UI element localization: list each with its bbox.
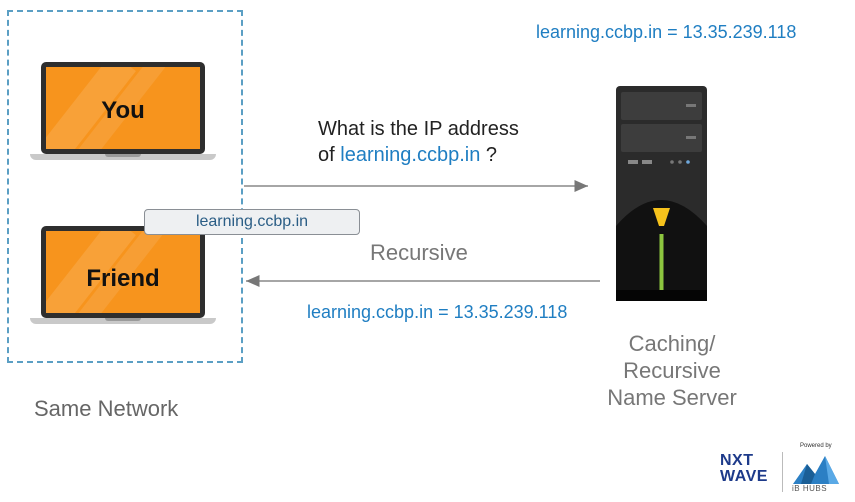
domain-tag: learning.ccbp.in (144, 209, 360, 235)
recursive-label: Recursive (370, 240, 468, 265)
laptop-screen: You (41, 62, 205, 154)
laptop-friend-label: Friend (86, 265, 160, 292)
question-line2: of learning.ccbp.in ? (318, 144, 498, 166)
cache-mapping: learning.ccbp.in = 13.35.239.118 (536, 22, 797, 42)
same-network-group (7, 10, 243, 363)
nxtwave-logo: NXT WAVE (720, 452, 768, 485)
logo-divider (782, 452, 783, 492)
laptop-you: You (30, 62, 216, 160)
question-text: What is the IP address of learning.ccbp.… (318, 116, 519, 168)
answer-mapping: learning.ccbp.in = 13.35.239.118 (307, 302, 568, 322)
ibhubs-logo-icon (793, 456, 839, 484)
laptop-friend: Friend (30, 226, 216, 324)
server-icon (616, 86, 707, 301)
laptop-base (30, 318, 216, 324)
laptop-you-label: You (101, 97, 145, 124)
same-network-label: Same Network (34, 396, 179, 421)
question-domain: learning.ccbp.in (340, 144, 481, 166)
server-label: Caching/ Recursive Name Server (607, 331, 737, 410)
ibhubs-label: iB HUBS (792, 484, 828, 493)
powered-by-label: Powered by (800, 443, 832, 449)
laptop-base (30, 154, 216, 160)
question-line1: What is the IP address (318, 118, 519, 140)
laptop-screen: Friend (41, 226, 205, 318)
